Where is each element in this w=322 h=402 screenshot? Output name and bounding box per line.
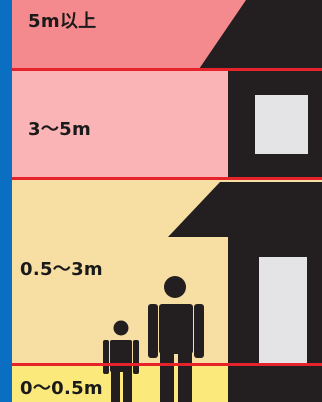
boundary-line-3m [12,177,322,180]
child-left-arm [103,340,109,374]
lower-roof-shape [168,182,322,237]
child-left-leg [111,370,120,402]
child-figure [103,320,139,402]
boundary-line-5m [12,68,322,71]
child-right-arm [133,340,139,374]
left-accent-bar [0,0,12,402]
adult-right-arm [194,304,204,358]
child-torso [110,340,132,372]
adult-figure [148,276,204,402]
adult-right-leg [178,352,192,402]
band-label-0-0.5m: 0〜0.5m [20,378,103,399]
child-right-leg [123,370,132,402]
adult-head [164,276,186,298]
adult-torso [159,304,193,354]
band-label-above-5m: 5m以上 [28,11,97,32]
upper-window [255,95,308,154]
upper-roof-shape [199,0,322,69]
boundary-line-0.5m [12,363,322,366]
child-head [113,320,129,336]
adult-left-leg [160,352,174,402]
adult-left-arm [148,304,158,358]
band-label-3-5m: 3〜5m [28,119,92,140]
band-label-0.5-3m: 0.5〜3m [20,259,103,280]
lower-window [259,257,307,364]
